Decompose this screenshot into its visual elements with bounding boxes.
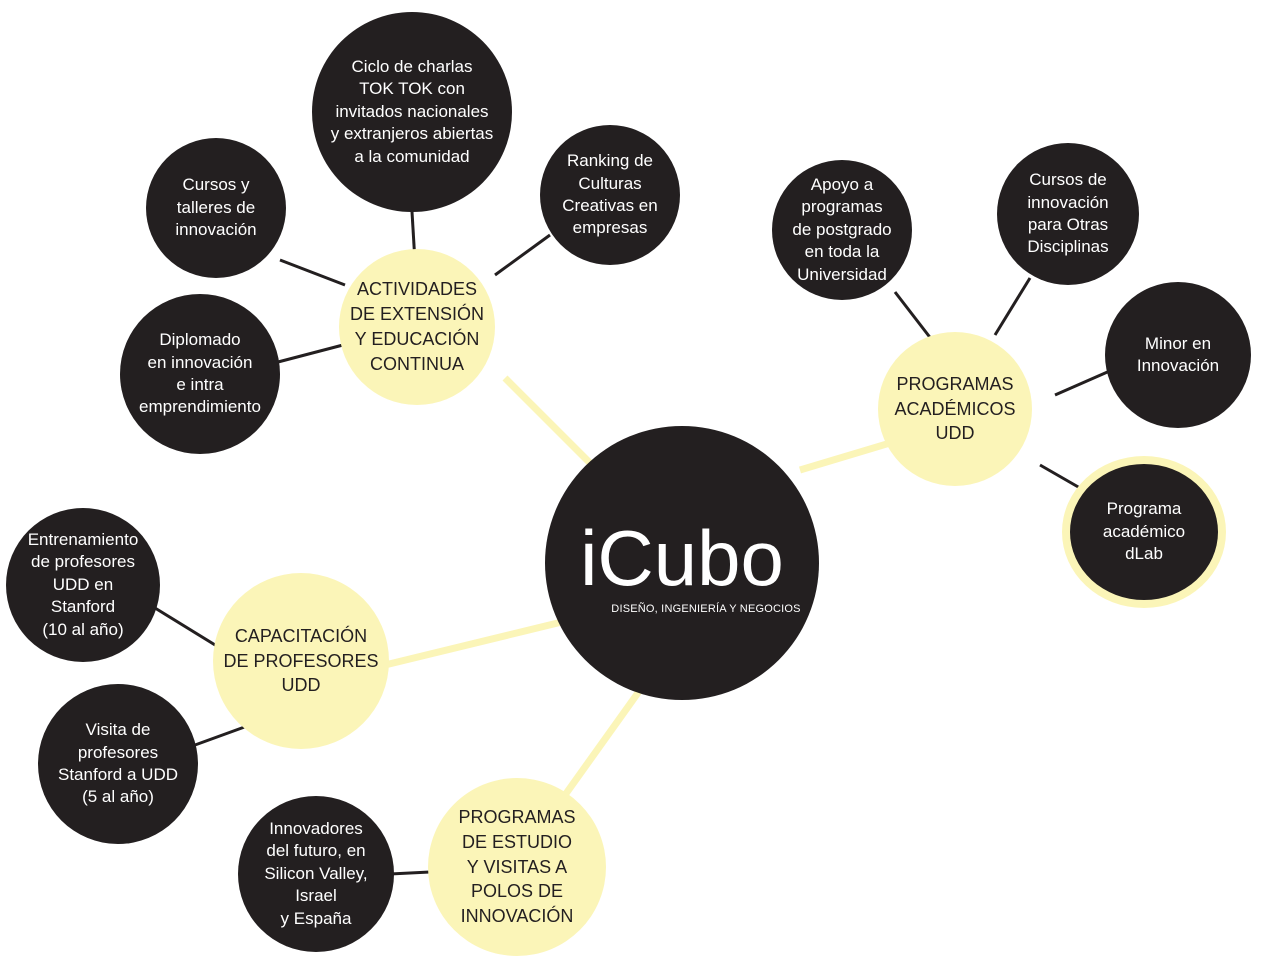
leaf-innovadores: Innovadores del futuro, en Silicon Valle… (238, 796, 394, 952)
connector-estudio-innovadores (389, 870, 431, 876)
connector-capacitacion-entrenamiento (154, 606, 221, 650)
connector-academicos-minor (1054, 368, 1113, 397)
leaf-innovadores-label: Innovadores del futuro, en Silicon Valle… (264, 818, 368, 928)
leaf-minor: Minor en Innovación (1105, 282, 1251, 428)
leaf-visita-label: Visita de profesores Stanford a UDD (5 a… (58, 720, 178, 807)
hub-estudio: PROGRAMAS DE ESTUDIO Y VISITAS A POLOS D… (428, 778, 606, 956)
hub-extension-label: ACTIVIDADES DE EXTENSIÓN Y EDUCACIÓN CON… (349, 279, 485, 374)
leaf-minor-label: Minor en Innovación (1136, 333, 1220, 375)
connector-extension-ranking (494, 233, 551, 277)
center-node: iCubo DISEÑO, INGENIERÍA Y NEGOCIOS (545, 426, 819, 700)
leaf-diplomado: Diplomado en innovación e intra emprendi… (120, 294, 280, 454)
connector-academicos-apoyo (893, 291, 934, 341)
connector-extension-diplomado (277, 343, 344, 364)
hub-capacitacion: CAPACITACIÓN DE PROFESORES UDD (213, 573, 389, 749)
connector-center-capacitacion (384, 616, 571, 669)
leaf-entrenamiento-label: Entrenamiento de profesores UDD en Stanf… (27, 529, 139, 639)
connector-academicos-cursos-otras (993, 277, 1032, 336)
center-title: iCubo (580, 514, 784, 602)
leaf-diplomado-label: Diplomado en innovación e intra emprendi… (139, 330, 261, 417)
leaf-entrenamiento: Entrenamiento de profesores UDD en Stanf… (6, 508, 160, 662)
hub-academicos-label: PROGRAMAS ACADÉMICOS UDD (894, 373, 1016, 444)
leaf-apoyo-label: Apoyo a programas de postgrado en toda l… (792, 174, 892, 284)
connector-capacitacion-visita (194, 723, 251, 747)
hub-estudio-label: PROGRAMAS DE ESTUDIO Y VISITAS A POLOS D… (458, 806, 576, 927)
leaf-cursos-label: Cursos y talleres de innovación (175, 175, 257, 240)
connector-academicos-dlab (1039, 463, 1081, 490)
center-subtitle: DISEÑO, INGENIERÍA Y NEGOCIOS (611, 603, 801, 615)
leaf-ranking-label: Ranking de Culturas Creativas en empresa… (562, 151, 658, 238)
leaf-dlab: Programa académico dLab (1062, 456, 1226, 608)
connector-extension-cursos (279, 258, 346, 287)
leaf-visita: Visita de profesores Stanford a UDD (5 a… (38, 684, 198, 844)
leaf-charlas: Ciclo de charlas TOK TOK con invitados n… (312, 12, 512, 212)
hub-capacitacion-label: CAPACITACIÓN DE PROFESORES UDD (223, 625, 379, 696)
connector-center-estudio (562, 687, 643, 798)
hub-extension: ACTIVIDADES DE EXTENSIÓN Y EDUCACIÓN CON… (339, 249, 495, 405)
leaf-cursos-otras-label: Cursos de innovación para Otras Discipli… (1027, 170, 1109, 257)
leaf-charlas-label: Ciclo de charlas TOK TOK con invitados n… (330, 56, 494, 166)
leaf-dlab-label: Programa académico dLab (1102, 499, 1186, 564)
hub-academicos: PROGRAMAS ACADÉMICOS UDD (878, 332, 1032, 486)
leaf-apoyo: Apoyo a programas de postgrado en toda l… (772, 160, 912, 300)
leaf-cursos: Cursos y talleres de innovación (146, 138, 286, 278)
connector-center-academicos (798, 436, 902, 474)
leaf-cursos-otras: Cursos de innovación para Otras Discipli… (997, 143, 1139, 285)
leaf-ranking: Ranking de Culturas Creativas en empresa… (540, 125, 680, 265)
